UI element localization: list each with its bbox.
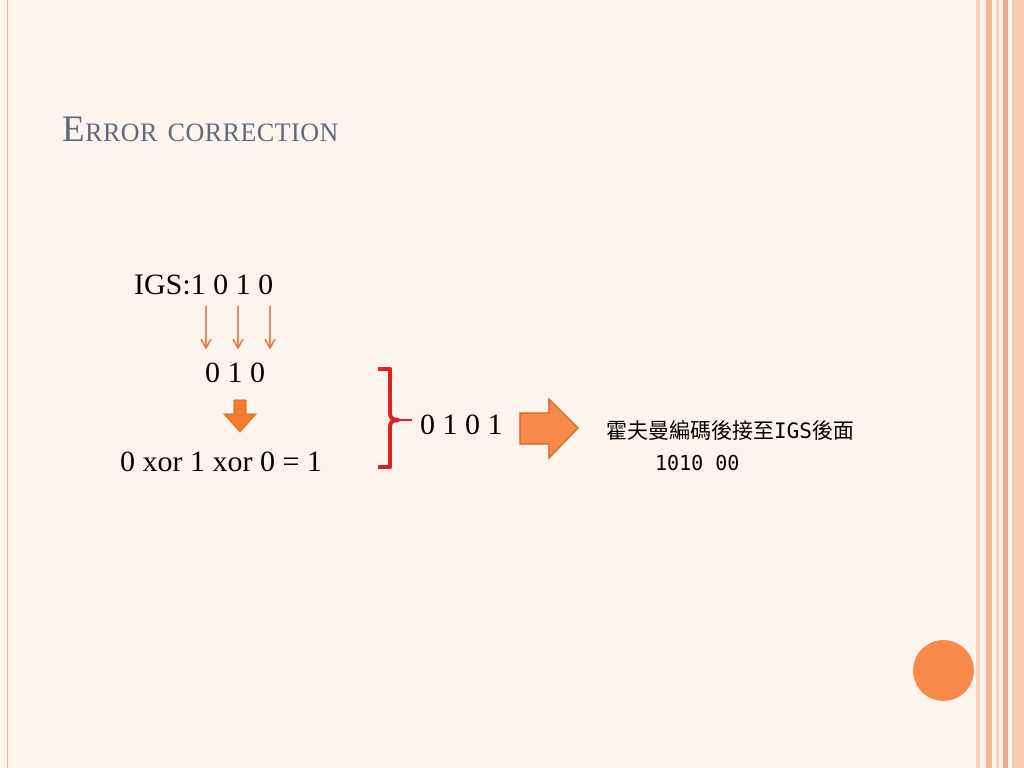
orange-circle bbox=[913, 640, 974, 701]
slide-title: Error correction bbox=[62, 109, 339, 150]
combined-bits: 0 1 0 1 bbox=[420, 408, 503, 441]
block-down-arrow-icon bbox=[222, 399, 258, 433]
note-line-1: 霍夫曼編碼後接至IGS後面 bbox=[606, 419, 854, 443]
right-stripes bbox=[976, 0, 1024, 768]
selected-bits: 0 1 0 bbox=[205, 356, 265, 389]
right-bracket-icon bbox=[378, 367, 400, 469]
down-arrow-icon bbox=[264, 306, 276, 350]
note-line-2: 1010 00 bbox=[655, 451, 740, 475]
igs-label: IGS:1 0 1 0 bbox=[134, 268, 274, 301]
left-border bbox=[0, 0, 8, 768]
right-block-arrow-icon bbox=[519, 397, 580, 460]
xor-expression: 0 xor 1 xor 0 = 1 bbox=[120, 445, 322, 478]
down-arrow-icon bbox=[232, 306, 244, 350]
down-arrow-icon bbox=[200, 306, 212, 350]
